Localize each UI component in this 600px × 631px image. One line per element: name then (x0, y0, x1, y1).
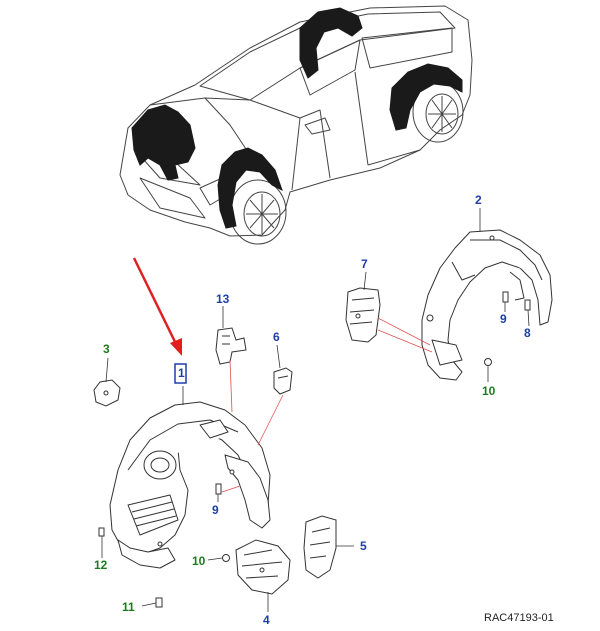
vehicle-illustration (119, 5, 473, 245)
rear-left-liner-on-vehicle (299, 7, 363, 79)
callout-part-6[interactable]: 6 (273, 330, 280, 344)
part-12-fastener (98, 527, 105, 537)
part-9-fastener-left (215, 483, 222, 495)
callout-part-11[interactable]: 11 (122, 600, 135, 614)
leader-lines (101, 208, 530, 612)
diagram-reference-code: RAC47193-01 (484, 612, 554, 624)
vehicle-liner-highlights (131, 7, 463, 229)
part-11-fastener (155, 597, 163, 608)
callout-part-12[interactable]: 12 (94, 558, 108, 572)
callout-part-2[interactable]: 2 (475, 193, 482, 207)
callout-part-3[interactable]: 3 (103, 342, 110, 356)
part-1-front-wheelhouse-liner (109, 401, 271, 569)
part-10-fastener-left (222, 554, 230, 562)
part-13-bracket (215, 327, 247, 365)
front-right-liner-on-vehicle (217, 147, 283, 229)
callout-part-7[interactable]: 7 (361, 257, 368, 271)
callout-part-8[interactable]: 8 (524, 326, 531, 340)
callout-part-4[interactable]: 4 (263, 613, 270, 627)
callout-part-10-right[interactable]: 10 (482, 384, 496, 398)
part-8-fastener (524, 299, 531, 311)
callout-part-9-right[interactable]: 9 (500, 312, 507, 326)
fasteners (98, 291, 531, 608)
part-7-panel (345, 287, 381, 343)
indicator-arrow (132, 257, 182, 356)
callout-part-5[interactable]: 5 (360, 539, 367, 553)
part-2-rear-wheelhouse-liner (421, 229, 553, 381)
part-1-highlight-box (174, 363, 187, 384)
part-3-cap (93, 379, 121, 407)
callout-part-10-left[interactable]: 10 (192, 554, 206, 568)
callout-part-13[interactable]: 13 (216, 292, 230, 306)
part-6-clip (273, 367, 293, 395)
front-left-liner-on-vehicle (131, 104, 196, 181)
callout-part-1[interactable]: 1 (178, 366, 185, 380)
part-9-fastener-right (502, 291, 509, 303)
rear-right-liner-on-vehicle (389, 63, 463, 131)
callout-part-9-left[interactable]: 9 (212, 503, 219, 517)
assembly-leader-lines (221, 317, 433, 493)
part-10-fastener-right (484, 358, 492, 366)
part-4-bracket (235, 539, 291, 595)
part-5-shield (303, 515, 337, 579)
